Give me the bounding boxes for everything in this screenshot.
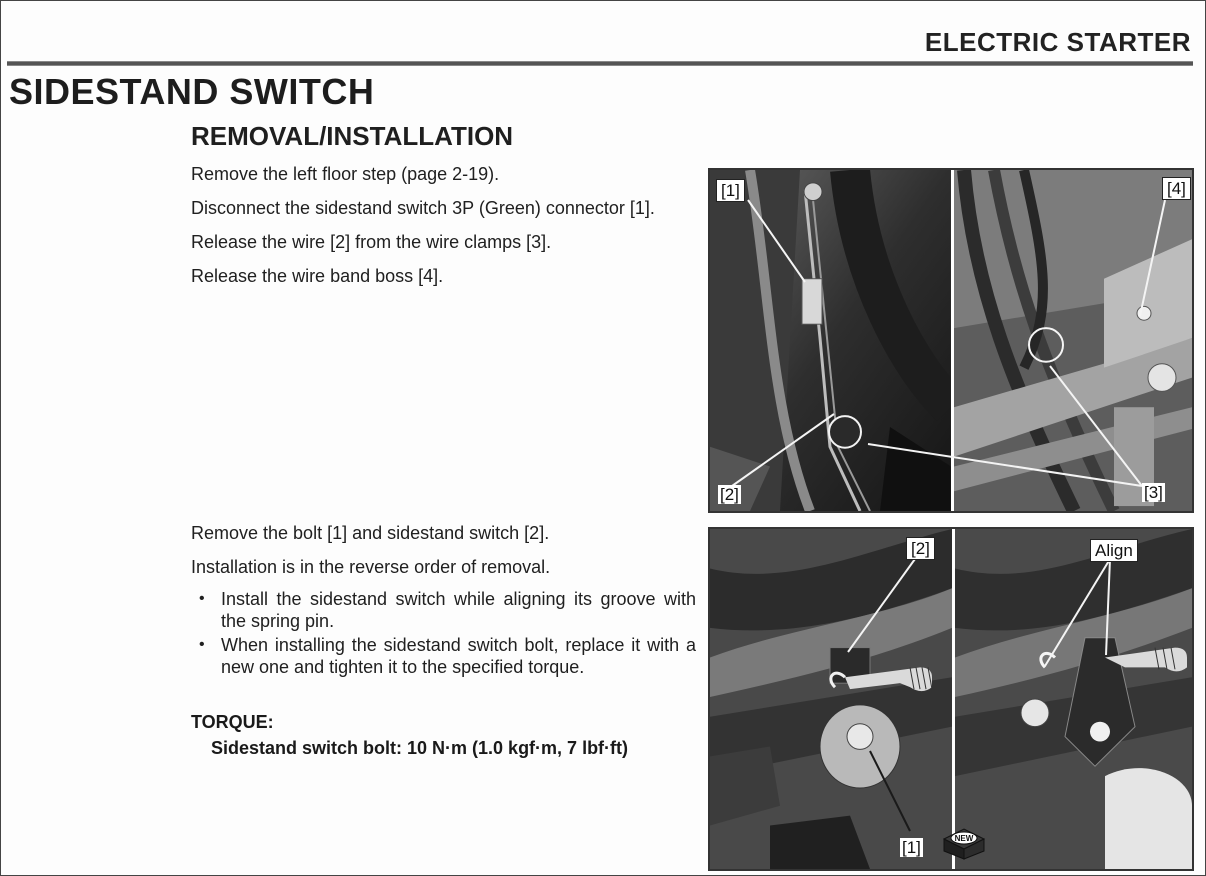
installation-step: Remove the bolt [1] and sidestand switch…	[191, 523, 550, 543]
callout-switch: [2]	[906, 537, 935, 560]
removal-step: Release the wire [2] from the wire clamp…	[191, 232, 552, 252]
removal-step: Release the wire band boss [4].	[191, 266, 444, 286]
callout-connector: [1]	[716, 179, 745, 202]
callout-align: Align	[1090, 539, 1138, 562]
callout-wire: [2]	[718, 485, 741, 504]
note-item: Install the sidestand switch while align…	[191, 588, 696, 632]
figure-bolt-switch: [2] Align [1] NEW	[708, 527, 1194, 871]
installation-step: Installation is in the reverse order of …	[191, 557, 551, 577]
figure-1-divider	[951, 170, 954, 511]
header-rule	[7, 61, 1193, 66]
removal-steps: Remove the left floor step (page 2-19). …	[191, 163, 696, 299]
figure-2-right-photo	[955, 529, 1192, 869]
subsection-title: REMOVAL/INSTALLATION	[191, 121, 514, 151]
notes-list: Install the sidestand switch while align…	[191, 588, 696, 678]
figure-1-left-photo	[710, 170, 951, 511]
callout-clamps: [3]	[1142, 483, 1165, 502]
section-title: SIDESTAND SWITCH	[9, 71, 375, 112]
running-head: ELECTRIC STARTER	[924, 27, 1191, 57]
removal-step: Disconnect the sidestand switch 3P (Gree…	[191, 198, 655, 218]
figure-1-right-photo	[954, 170, 1192, 511]
torque-value: Sidestand switch bolt: 10 N·m (1.0 kgf·m…	[211, 738, 629, 758]
installation-steps: Remove the bolt [1] and sidestand switch…	[191, 522, 696, 680]
figure-connector-clamps: [1] [4] [2] [3]	[708, 168, 1194, 513]
callout-bolt: [1]	[900, 838, 923, 857]
figure-2-divider	[952, 529, 955, 869]
torque-label: TORQUE:	[191, 712, 274, 732]
figure-2-left-photo	[710, 529, 952, 869]
callout-band-boss: [4]	[1162, 177, 1191, 200]
new-icon-text: NEW	[955, 834, 974, 843]
removal-step: Remove the left floor step (page 2-19).	[191, 164, 500, 184]
note-item: When installing the sidestand switch bol…	[191, 634, 696, 678]
new-part-icon: NEW	[940, 825, 988, 861]
